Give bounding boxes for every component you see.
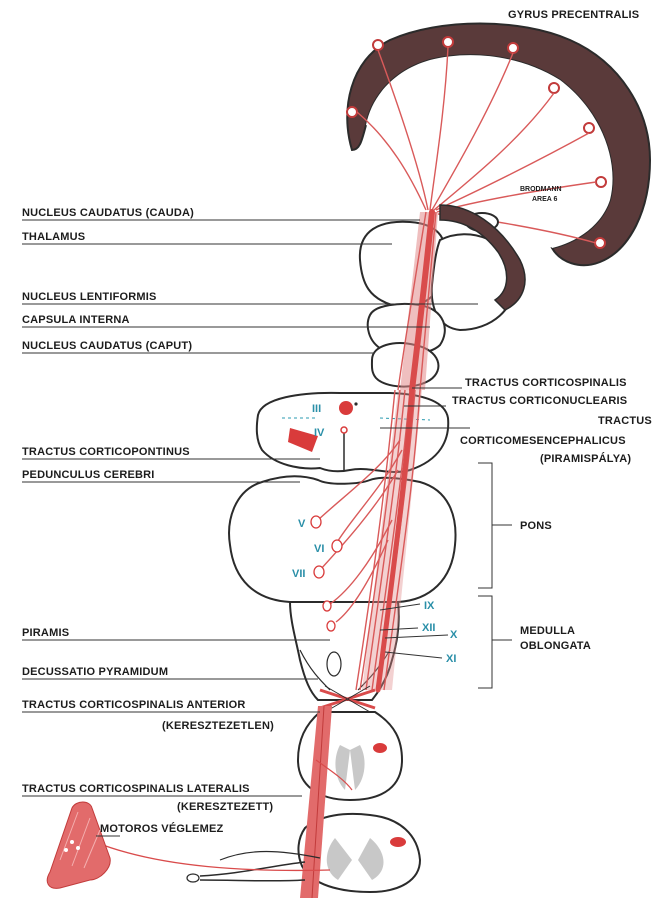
label-tractus-corticonuclearis: TRACTUS CORTICONUCLEARIS	[452, 395, 627, 407]
label-thalamus: THALAMUS	[22, 231, 85, 243]
label-tractus: TRACTUS	[598, 415, 652, 427]
label-nucleus-lentiformis: NUCLEUS LENTIFORMIS	[22, 291, 157, 303]
label-nerve-x: X	[450, 629, 458, 641]
label-tractus-corticopontinus: TRACTUS CORTICOPONTINUS	[22, 446, 190, 458]
basal-ganglia	[360, 205, 525, 387]
muscle-fiber	[47, 802, 110, 888]
label-pedunculus-cerebri: PEDUNCULUS CEREBRI	[22, 469, 155, 481]
label-nerve-xi: XI	[446, 653, 456, 665]
label-nerve-ix: IX	[424, 600, 435, 612]
label-capsula-interna: CAPSULA INTERNA	[22, 314, 130, 326]
pons	[229, 476, 455, 602]
label-corticospinalis-lateralis: TRACTUS CORTICOSPINALIS LATERALIS	[22, 783, 250, 795]
label-medulla: MEDULLA	[520, 625, 575, 637]
label-pons: PONS	[520, 520, 552, 532]
pons-bracket	[478, 463, 512, 588]
label-piramispalya: (PIRAMISPÁLYA)	[540, 452, 631, 465]
label-decussatio-pyramidum: DECUSSATIO PYRAMIDUM	[22, 666, 168, 678]
label-keresztezett: (KERESZTEZETT)	[177, 801, 273, 813]
label-corticospinalis-anterior: TRACTUS CORTICOSPINALIS ANTERIOR	[22, 699, 246, 711]
label-nerve-v: V	[298, 518, 306, 530]
label-brodmann-line2: AREA 6	[532, 196, 558, 203]
label-nerve-xii: XII	[422, 622, 435, 634]
label-kereszteztetlen: (KERESZTEZETLEN)	[162, 720, 274, 732]
spinal-nerve	[95, 842, 330, 882]
label-nucleus-caudatus-cauda: NUCLEUS CAUDATUS (CAUDA)	[22, 207, 194, 219]
medulla-bracket	[478, 596, 512, 688]
label-motoros-veglemez: MOTOROS VÉGLEMEZ	[100, 822, 223, 835]
label-nerve-vii: VII	[292, 568, 305, 580]
label-nerve-iii: III	[312, 403, 321, 415]
label-piramis: PIRAMIS	[22, 627, 69, 639]
label-brodmann-line1: BRODMANN	[520, 186, 562, 193]
label-nerve-iv: IV	[314, 427, 325, 439]
label-gyrus-precentralis: GYRUS PRECENTRALIS	[508, 9, 639, 21]
label-tractus-corticospinalis: TRACTUS CORTICOSPINALIS	[465, 377, 627, 389]
label-nucleus-caudatus-caput: NUCLEUS CAUDATUS (CAPUT)	[22, 340, 192, 352]
label-oblongata: OBLONGATA	[520, 640, 591, 652]
label-corticomesencephalicus: CORTICOMESENCEPHALICUS	[460, 435, 626, 447]
label-nerve-vi: VI	[314, 543, 324, 555]
